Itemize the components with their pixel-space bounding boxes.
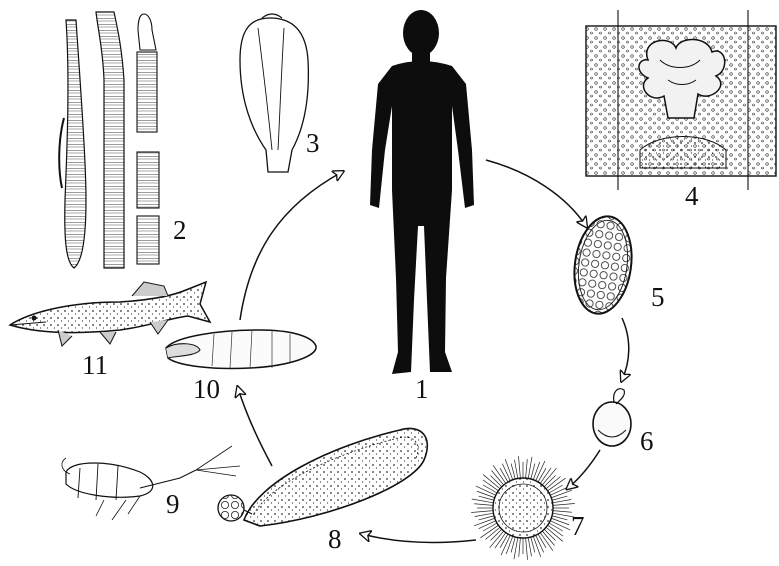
human-host-silhouette	[370, 10, 474, 374]
label-5: 5	[651, 284, 665, 311]
tissue-section-proglottid	[586, 10, 776, 190]
arrow-procercoid-to-plerocercoid	[238, 388, 272, 466]
procercoid-larva	[218, 428, 427, 526]
label-1: 1	[415, 376, 429, 403]
adult-tapeworm-strobila	[59, 12, 159, 268]
label-9: 9	[166, 491, 180, 518]
scolex-head	[240, 14, 308, 172]
label-7: 7	[571, 513, 585, 540]
arrow-hatching-to-coracidium	[568, 450, 600, 488]
plerocercoid-larva	[166, 330, 316, 369]
label-11: 11	[82, 352, 108, 379]
arrow-egg-to-hatching	[622, 318, 629, 380]
label-8: 8	[328, 526, 342, 553]
arrow-human-to-egg	[486, 160, 586, 226]
arrow-coracidium-to-procercoid	[362, 534, 476, 542]
hatching-egg	[593, 389, 631, 446]
label-10: 10	[193, 376, 220, 403]
label-2: 2	[173, 217, 187, 244]
arrow-plerocercoid-to-human	[240, 172, 342, 320]
coracidium-larva	[471, 456, 575, 560]
label-3: 3	[306, 130, 320, 157]
label-6: 6	[640, 428, 654, 455]
pike-fish-host	[10, 282, 210, 346]
copepod-host	[62, 446, 240, 520]
label-4: 4	[685, 183, 699, 210]
egg	[568, 213, 637, 318]
